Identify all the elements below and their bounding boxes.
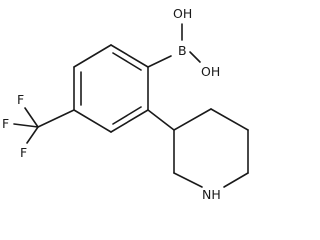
nitrogen-atom-label: NH (202, 187, 221, 202)
bond-cf3-f-bottom (26, 126, 39, 144)
hydroxyl-top-label: OH (173, 6, 192, 21)
bond-c3-c4 (73, 109, 112, 133)
hydroxyl-right-label: OH (201, 64, 220, 79)
bond-c6-c1 (110, 44, 149, 68)
fluorine-bottom-label: F (20, 145, 27, 160)
chemical-structure: B OH OH F F F NH (2, 6, 249, 202)
bond-c2-ring (147, 109, 175, 131)
bond-pip-c4-c5 (210, 108, 249, 131)
bond-c4-cf3 (37, 109, 75, 128)
double-bond-inner-bottom (112, 106, 142, 125)
double-bond-inner-top (112, 52, 142, 71)
bond-pip-c6-n (223, 172, 249, 188)
bond-cf3-f-left (13, 123, 39, 128)
trifluoromethyl-group: F F F (2, 92, 75, 160)
fluorine-top-label: F (17, 92, 24, 107)
bond-c1-b (147, 55, 172, 68)
bond-pip-c3-c4 (173, 108, 212, 131)
bond-cf3-f-top (24, 107, 39, 128)
boronic-acid-group: B OH OH (147, 6, 220, 79)
boron-atom-label: B (178, 43, 187, 58)
bond-c5-c6 (73, 44, 112, 68)
bond-pip-n-c2 (173, 172, 203, 188)
benzene-ring (73, 44, 149, 133)
bond-b-oh-right (189, 51, 201, 63)
piperidine-ring: NH (147, 108, 249, 202)
fluorine-left-label: F (2, 116, 9, 131)
bond-c2-c3 (110, 109, 149, 133)
